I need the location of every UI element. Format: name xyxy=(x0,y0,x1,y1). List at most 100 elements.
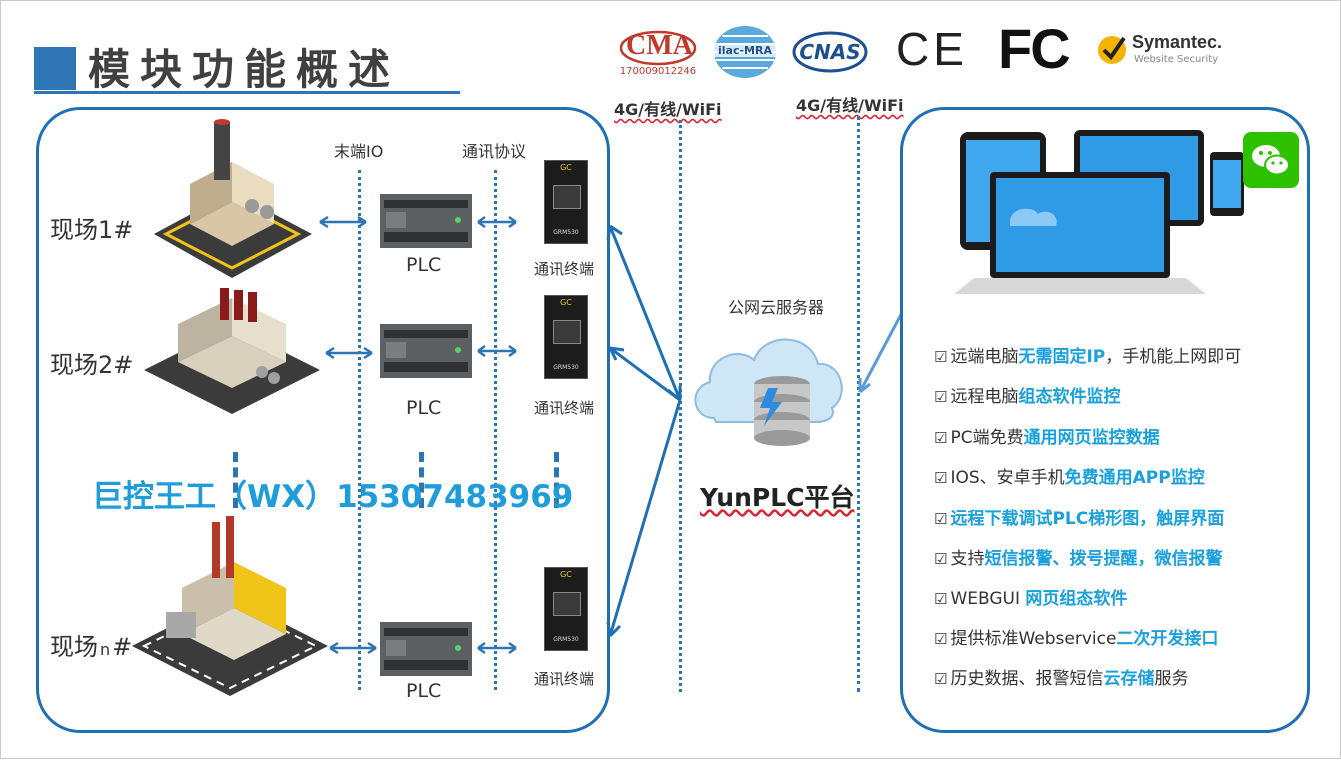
feature-6-highlight: 短信报警 xyxy=(984,549,1053,569)
terminal-2: GC GRM530 xyxy=(544,295,588,379)
feature-8-prefix: 提供标准Webservice xyxy=(950,629,1117,649)
link-label-right: 4G/有线/WiFi xyxy=(796,92,904,116)
field-panel xyxy=(36,107,610,733)
platform-label: YunPLC平台 xyxy=(700,478,854,514)
terminal-n: GC GRM530 xyxy=(544,567,588,651)
feature-5-highlight: 远程下载调试PLC梯形图，触屏界面 xyxy=(950,509,1225,529)
feature-6-prefix: 支持 xyxy=(950,549,985,569)
plc-2-icon xyxy=(380,324,472,378)
symantec-check-icon xyxy=(1098,36,1126,64)
feature-7-highlight: 网页组态软件 xyxy=(1025,589,1128,609)
cnas-logo: CNAS xyxy=(792,30,868,74)
plc-1-icon xyxy=(380,194,472,248)
cloud-server-icon xyxy=(694,338,843,446)
cloud-server-label: 公网云服务器 xyxy=(728,298,825,317)
ellipsis-dash-3 xyxy=(554,452,564,508)
feature-9-highlight: 云存储 xyxy=(1103,669,1155,689)
feature-9-suffix: 服务 xyxy=(1154,669,1189,689)
checkbox-icon: ☑ xyxy=(934,510,948,528)
feature-item-9: ☑历史数据、报警短信云存储服务 xyxy=(934,664,1188,689)
factory-n-icon xyxy=(132,516,328,696)
feature-item-1: ☑远端电脑无需固定IP，手机能上网即可 xyxy=(934,342,1241,367)
cma-text: CMA xyxy=(626,30,693,61)
checkbox-icon: ☑ xyxy=(934,429,948,447)
checkbox-icon: ☑ xyxy=(934,348,948,366)
terminal-2-screen xyxy=(553,320,581,344)
feature-2-prefix: 远程电脑 xyxy=(950,387,1019,407)
terminal-1-model: GRM530 xyxy=(553,229,579,236)
feature-item-2: ☑远程电脑组态软件监控 xyxy=(934,382,1120,407)
plc-n-label: PLC xyxy=(406,680,442,702)
feature-4-highlight: 免费通用APP监控 xyxy=(1064,468,1205,488)
terminal-n-model: GRM530 xyxy=(553,636,579,643)
terminal-n-screen xyxy=(553,592,581,616)
feature-item-8: ☑提供标准Webservice二次开发接口 xyxy=(934,624,1218,649)
terminal-1-screen xyxy=(553,185,581,209)
link-label-left: 4G/有线/WiFi xyxy=(614,96,722,120)
wechat-bubbles-graphic xyxy=(1252,145,1290,176)
site-n-suffix: # xyxy=(112,633,133,661)
feature-4-prefix: IOS、安卓手机 xyxy=(950,468,1065,488)
cma-logo-graphic xyxy=(619,30,697,66)
site-2-label: 现场2# xyxy=(50,351,134,379)
arrow-plc2-terminal xyxy=(477,344,517,358)
symantec-logo: Symantec. Website Security xyxy=(1096,30,1236,70)
feature-1-suffix: ，手机能上网即可 xyxy=(1105,347,1242,367)
terminal-1-brand: GC xyxy=(560,163,572,172)
feature-item-4: ☑IOS、安卓手机免费通用APP监控 xyxy=(934,463,1205,488)
devices-icon xyxy=(954,130,1244,294)
checkbox-icon: ☑ xyxy=(934,469,948,487)
contact-watermark: 巨控王工（WX）15307483969 xyxy=(92,479,574,515)
factory-1-icon xyxy=(154,119,312,278)
feature-1-prefix: 远端电脑 xyxy=(950,347,1019,367)
plc-n-icon xyxy=(380,622,472,676)
header-io: 末端IO xyxy=(334,142,384,161)
title-underline xyxy=(34,91,460,94)
terminal-2-brand: GC xyxy=(560,298,572,307)
feature-8-highlight: 二次开发接口 xyxy=(1116,629,1219,649)
checkbox-icon: ☑ xyxy=(934,630,948,648)
io-divider-line xyxy=(358,170,361,690)
feature-item-3: ☑PC端免费通用网页监控数据 xyxy=(934,423,1160,448)
plc-2-label: PLC xyxy=(406,397,442,419)
terminal-n-label: 通讯终端 xyxy=(534,670,595,688)
cma-logo: CMA 170009012246 xyxy=(618,30,698,82)
feature-2-highlight: 组态软件监控 xyxy=(1018,387,1121,407)
ellipsis-dash-2 xyxy=(419,452,429,508)
link-divider-left xyxy=(679,120,682,692)
site-1-label: 现场1# xyxy=(50,216,134,244)
feature-3-prefix: PC端免费 xyxy=(950,428,1024,448)
ilac-text: ilac-MRA xyxy=(712,44,778,57)
terminal-n-brand: GC xyxy=(560,570,572,579)
site-n-main: 现场 xyxy=(50,633,98,661)
feature-1-highlight: 无需固定IP xyxy=(1018,347,1106,367)
site-n-sub: n xyxy=(100,640,111,659)
header-protocol: 通讯协议 xyxy=(462,142,527,161)
feature-3-highlight: 通用网页监控数据 xyxy=(1023,428,1160,448)
arrow-site2-plc xyxy=(325,346,373,360)
feature-6-separator: 、 xyxy=(1052,549,1070,569)
ce-logo: CE xyxy=(896,23,968,75)
protocol-divider-line xyxy=(494,170,497,690)
checkbox-icon: ☑ xyxy=(934,590,948,608)
terminal-2-label: 通讯终端 xyxy=(534,399,595,417)
checkbox-icon: ☑ xyxy=(934,388,948,406)
ellipsis-dash-1 xyxy=(233,452,243,508)
feature-9-prefix: 历史数据、报警短信 xyxy=(950,669,1104,689)
arrow-plcn-terminal xyxy=(477,641,517,655)
wechat-icon xyxy=(1243,132,1299,188)
terminal-1-label: 通讯终端 xyxy=(534,260,595,278)
arrow-siten-plc xyxy=(329,641,377,655)
arrow-plc1-terminal xyxy=(477,215,517,229)
cma-number: 170009012246 xyxy=(619,66,697,77)
cnas-text: CNAS xyxy=(799,40,861,64)
feature-6-highlight-2: 拨号提醒，微信报警 xyxy=(1069,549,1223,569)
symantec-name: Symantec. xyxy=(1132,32,1223,52)
checkbox-icon: ☑ xyxy=(934,550,948,568)
cnas-ellipse-graphic xyxy=(792,31,868,73)
terminal-2-model: GRM530 xyxy=(553,364,579,371)
link-divider-right xyxy=(857,116,860,692)
page-title: 模块功能概述 xyxy=(88,45,401,94)
symantec-sub: Website Security xyxy=(1134,54,1219,65)
